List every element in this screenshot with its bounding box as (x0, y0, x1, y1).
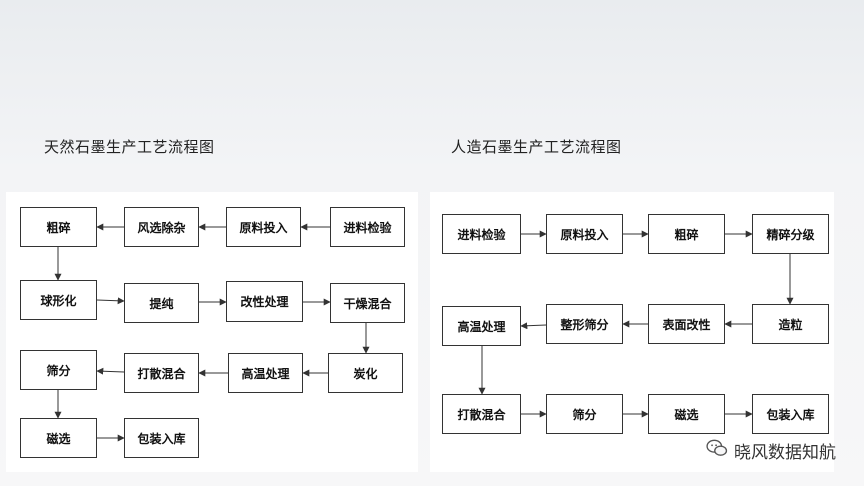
node-coarse-crush: 粗碎 (20, 207, 97, 247)
node-scatter-mix: 打散混合 (442, 394, 521, 434)
node-high-temp: 高温处理 (228, 353, 303, 393)
node-raw-input: 原料投入 (546, 214, 623, 254)
node-purify: 提纯 (124, 283, 199, 323)
node-carbonize: 炭化 (328, 353, 403, 393)
node-scatter-mix: 打散混合 (124, 353, 199, 393)
node-wind-sort: 风选除杂 (124, 207, 199, 247)
node-high-temp: 高温处理 (442, 306, 521, 346)
node-raw-input: 原料投入 (226, 207, 301, 247)
node-dry-mix: 干燥混合 (330, 283, 405, 323)
node-sieve: 筛分 (20, 350, 97, 390)
node-coarse-crush: 粗碎 (648, 214, 725, 254)
node-feed-check: 进料检验 (330, 207, 405, 247)
watermark-text: 晓风数据知航 (734, 443, 836, 463)
node-magnetic: 磁选 (648, 394, 725, 434)
node-granulate: 造粒 (752, 304, 829, 344)
node-sieve: 筛分 (546, 394, 623, 434)
node-magnetic: 磁选 (20, 418, 97, 458)
node-modify: 改性处理 (226, 281, 303, 322)
wechat-icon (706, 439, 728, 462)
node-pack: 包装入库 (124, 418, 199, 458)
natural-graphite-title: 天然石墨生产工艺流程图 (44, 138, 215, 156)
watermark: 晓风数据知航 (706, 438, 836, 463)
artificial-graphite-title: 人造石墨生产工艺流程图 (451, 138, 622, 156)
node-surface-modify: 表面改性 (648, 304, 725, 344)
node-fine-crush: 精碎分级 (752, 214, 829, 254)
node-spheroidize: 球形化 (20, 280, 97, 320)
node-feed-check: 进料检验 (442, 214, 521, 254)
node-pack: 包装入库 (752, 394, 829, 434)
node-shaping: 整形筛分 (546, 304, 623, 344)
